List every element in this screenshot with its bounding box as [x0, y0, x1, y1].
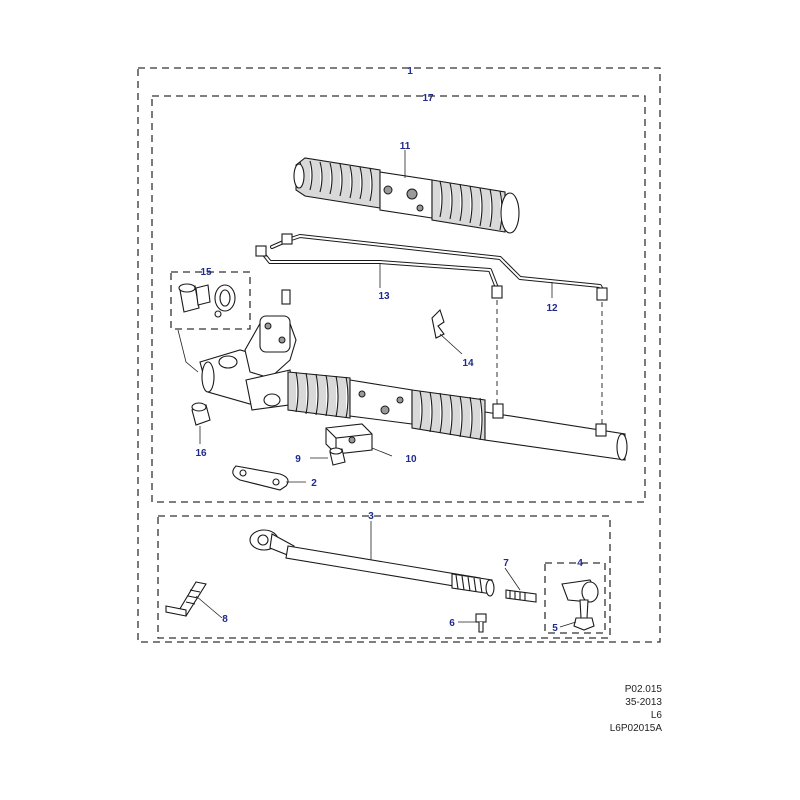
- group-box-3: [157, 515, 611, 639]
- callout-1: 1: [407, 66, 413, 77]
- group-box-15: [170, 271, 251, 330]
- callout-12: 12: [546, 303, 558, 314]
- callout-15: 15: [200, 267, 212, 278]
- part-8-bolt: [165, 581, 223, 619]
- group-box-1: [137, 67, 661, 643]
- callout-17: 17: [422, 93, 434, 104]
- group-box-4: [544, 562, 606, 634]
- reference-code: P02.015: [624, 684, 662, 695]
- part-7-stud: [504, 567, 537, 603]
- callout-16: 16: [195, 448, 207, 459]
- callout-11: 11: [400, 141, 411, 152]
- callout-5: 5: [552, 623, 558, 634]
- part-11-gaiter: [293, 150, 520, 234]
- group-box-17: [151, 95, 646, 503]
- callout-13: 13: [378, 291, 390, 302]
- callout-9: 9: [295, 454, 301, 465]
- reference-model: L6: [650, 710, 662, 721]
- callout-14: 14: [462, 358, 474, 369]
- callout-2: 2: [311, 478, 317, 489]
- callout-8: 8: [222, 614, 228, 625]
- callout-6: 6: [449, 618, 455, 629]
- part-17-rack-housing: [199, 289, 628, 461]
- reference-block: P02.015 35-2013 L6 L6P02015A: [610, 683, 662, 735]
- part-15-seal-kit: [177, 283, 236, 373]
- part-9-bush: [310, 447, 346, 466]
- part-10-mounting-block: [325, 423, 393, 457]
- callout-7: 7: [503, 558, 509, 569]
- callout-3: 3: [368, 511, 374, 522]
- reference-drawing: L6P02015A: [609, 723, 662, 734]
- part-14-clip: [431, 308, 463, 355]
- reference-number: 35-2013: [625, 697, 662, 708]
- part-16-bush: [191, 402, 211, 444]
- callout-4: 4: [577, 558, 583, 569]
- part-4-tie-rod-end: [559, 579, 599, 631]
- part-3-tie-rod: [249, 521, 495, 597]
- part-6-screw: [458, 613, 487, 633]
- part-2-plate: [232, 465, 306, 491]
- part-12-13-fluid-pipes: [255, 233, 608, 424]
- callout-10: 10: [405, 454, 417, 465]
